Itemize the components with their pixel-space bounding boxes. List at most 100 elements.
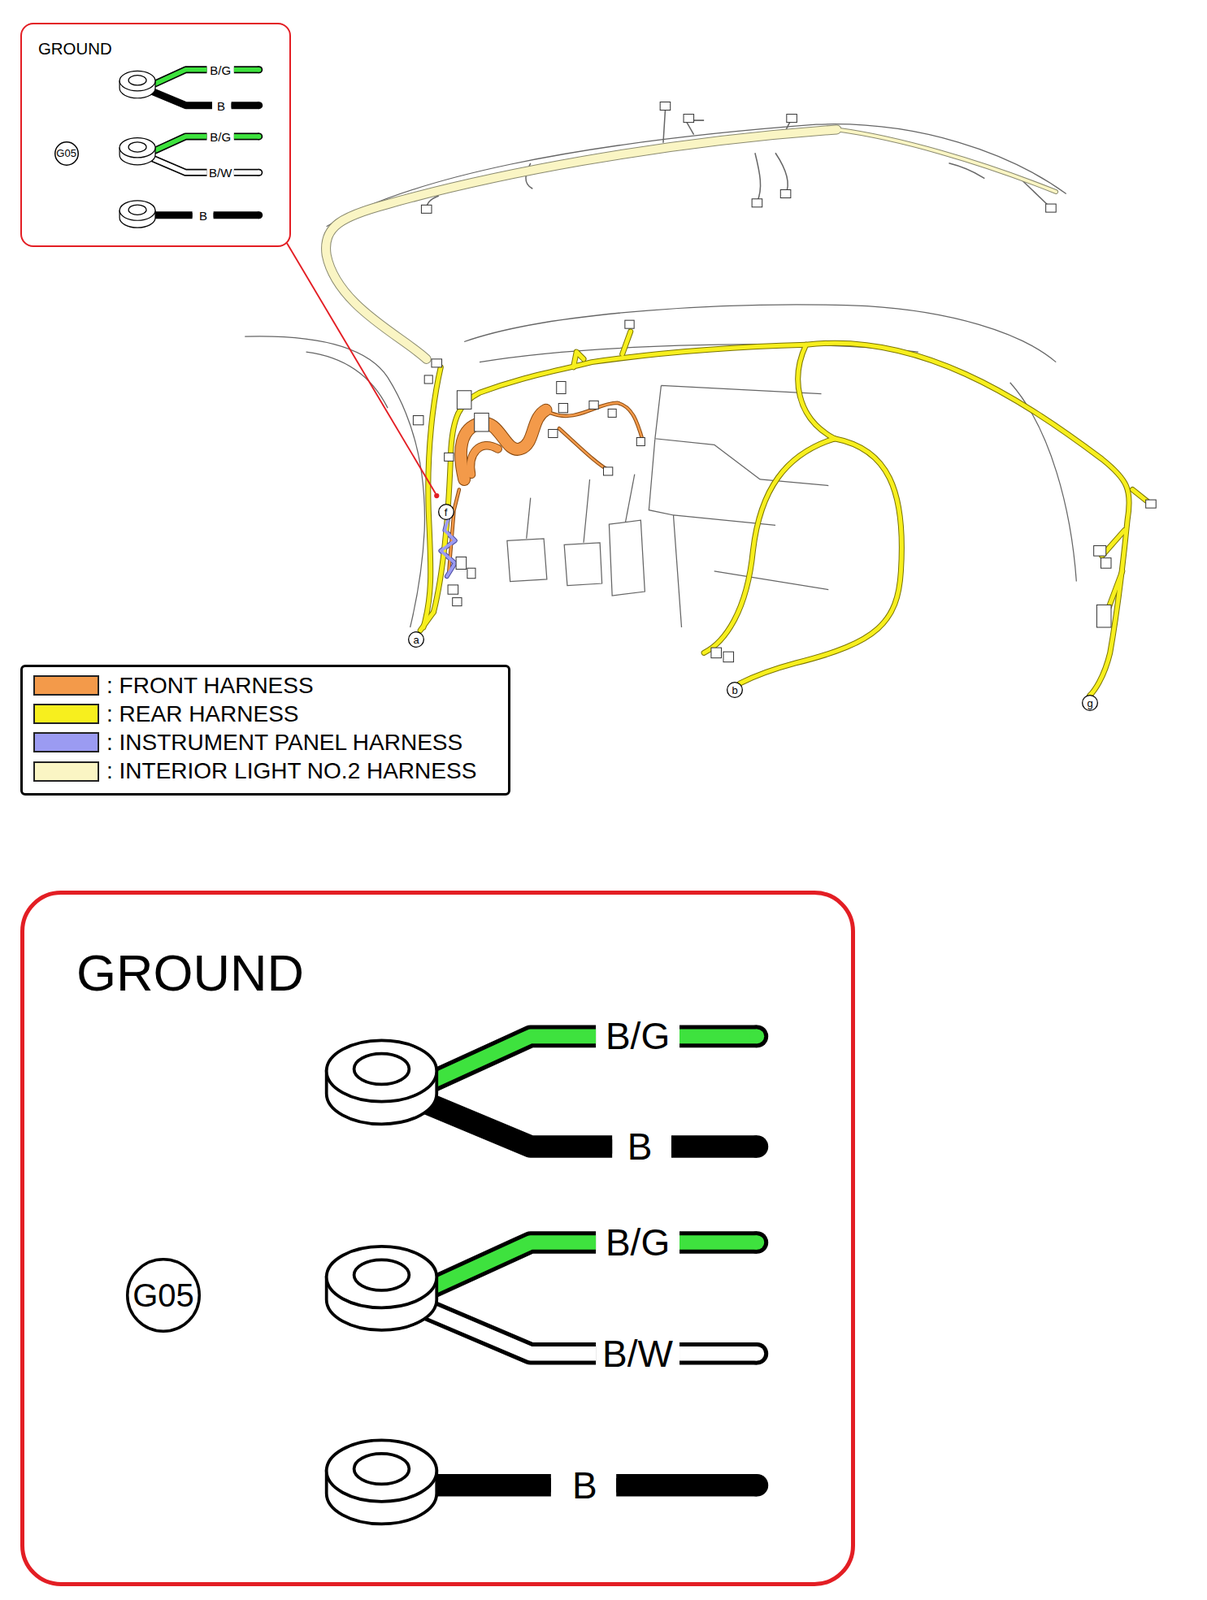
vehicle-outline — [464, 304, 1056, 363]
ground-symbol — [119, 200, 156, 221]
ground-symbol — [256, 134, 262, 139]
ground-symbol — [750, 1346, 765, 1362]
ground-symbol — [151, 211, 193, 219]
connector-plug — [431, 359, 443, 368]
ground-symbol — [412, 1098, 613, 1147]
branch-wire — [755, 152, 761, 202]
ground-symbol — [151, 69, 208, 87]
connector-plug — [456, 390, 472, 410]
ground-point-circle: G05 — [125, 1258, 201, 1333]
ground-symbol — [234, 65, 260, 74]
legend-row: : INSTRUMENT PANEL HARNESS — [22, 730, 508, 756]
ground-symbol — [679, 1025, 757, 1049]
circle-outline — [727, 682, 743, 699]
harness-wire — [739, 438, 902, 684]
circle-outline — [408, 632, 425, 648]
ground-symbol — [412, 1303, 596, 1355]
connector-plug — [723, 651, 734, 663]
circle-outline — [1081, 694, 1099, 712]
wire-color-code: B — [217, 99, 226, 112]
ground-symbol — [750, 1478, 765, 1494]
ground-symbol — [147, 89, 213, 106]
connector-plug — [455, 556, 467, 569]
ground-symbol — [151, 69, 208, 87]
pedal — [507, 538, 548, 582]
ground-point-code: G05 — [56, 147, 77, 159]
ground-symbol — [423, 1474, 552, 1498]
ground-symbol — [750, 1235, 765, 1251]
ground-symbol — [128, 75, 147, 86]
ground-symbol — [423, 1036, 596, 1086]
wire-color-code: B/G — [209, 130, 231, 143]
pedal — [583, 479, 591, 543]
vehicle-outline — [306, 351, 388, 409]
connector-plug — [474, 412, 490, 432]
harness-wire — [423, 367, 441, 628]
location-letter-circle: a — [408, 631, 425, 648]
connector-plug — [412, 102, 1156, 663]
ground-symbol — [256, 169, 262, 175]
connector-plug — [1100, 558, 1112, 569]
ground-symbol — [326, 1246, 438, 1308]
circle-outline — [726, 681, 743, 699]
legend-swatch — [33, 703, 100, 725]
harness-wire — [798, 344, 835, 439]
ground-symbol — [256, 103, 262, 109]
ground-symbol — [119, 138, 156, 158]
ground-symbol — [671, 1135, 757, 1159]
location-letter: b — [731, 685, 738, 696]
ground-symbol — [412, 1303, 596, 1355]
circle-outline — [438, 504, 454, 521]
connector-plug — [603, 467, 613, 476]
connector-plug — [589, 400, 599, 409]
wire-color-code: B — [199, 208, 208, 222]
wire-color-code: B/G — [605, 1224, 670, 1262]
connector-plug — [607, 408, 617, 417]
connector-plug — [1094, 546, 1107, 557]
branch-wire — [426, 110, 1050, 210]
leader-line — [286, 243, 436, 495]
ground-symbol — [423, 1478, 552, 1494]
location-letter-circle: b — [726, 681, 743, 699]
ground-symbol — [256, 67, 262, 73]
vehicle-outline — [1010, 382, 1077, 582]
ground-symbol — [326, 1025, 769, 1525]
legend-row: : INTERIOR LIGHT NO.2 HARNESS — [22, 759, 508, 784]
pedal — [608, 520, 645, 596]
circle-outline — [1082, 695, 1099, 712]
legend-text: : INSTRUMENT PANEL HARNESS — [106, 731, 463, 755]
harness-wire — [739, 438, 902, 684]
connector-plug — [452, 598, 462, 607]
harness-wire — [325, 129, 837, 359]
vehicle-outline — [648, 385, 829, 628]
ground-symbol — [147, 89, 213, 106]
ground-symbol — [354, 1454, 410, 1485]
legend-box: : FRONT HARNESS: REAR HARNESS: INSTRUMEN… — [20, 664, 511, 796]
harness-wire — [460, 410, 547, 480]
legend-row: : REAR HARNESS — [22, 702, 508, 727]
circle-outline — [125, 1258, 201, 1333]
ground-symbol — [679, 1029, 757, 1045]
ground-symbol — [147, 156, 208, 173]
harness-wire — [470, 445, 499, 474]
legend-text: : INTERIOR LIGHT NO.2 HARNESS — [106, 759, 477, 783]
connector-plug — [444, 452, 454, 461]
ground-symbol — [616, 1474, 757, 1498]
harness-wire — [470, 445, 499, 474]
circle-outline — [54, 141, 79, 165]
harness-wire — [559, 428, 611, 472]
connector-plug — [659, 102, 671, 111]
harness-wire — [798, 344, 835, 439]
vehicle-outline — [244, 336, 425, 628]
ground-symbol — [128, 142, 147, 152]
ground-point-code: G05 — [132, 1279, 195, 1312]
circle-outline — [127, 1259, 200, 1333]
harness-wire — [559, 428, 611, 472]
ground-symbol — [151, 212, 193, 218]
harness-wire — [573, 351, 584, 368]
ground-symbol — [119, 65, 263, 228]
harness-wire — [622, 331, 631, 355]
connector-plug — [1146, 499, 1157, 508]
location-letter: g — [1086, 698, 1093, 709]
